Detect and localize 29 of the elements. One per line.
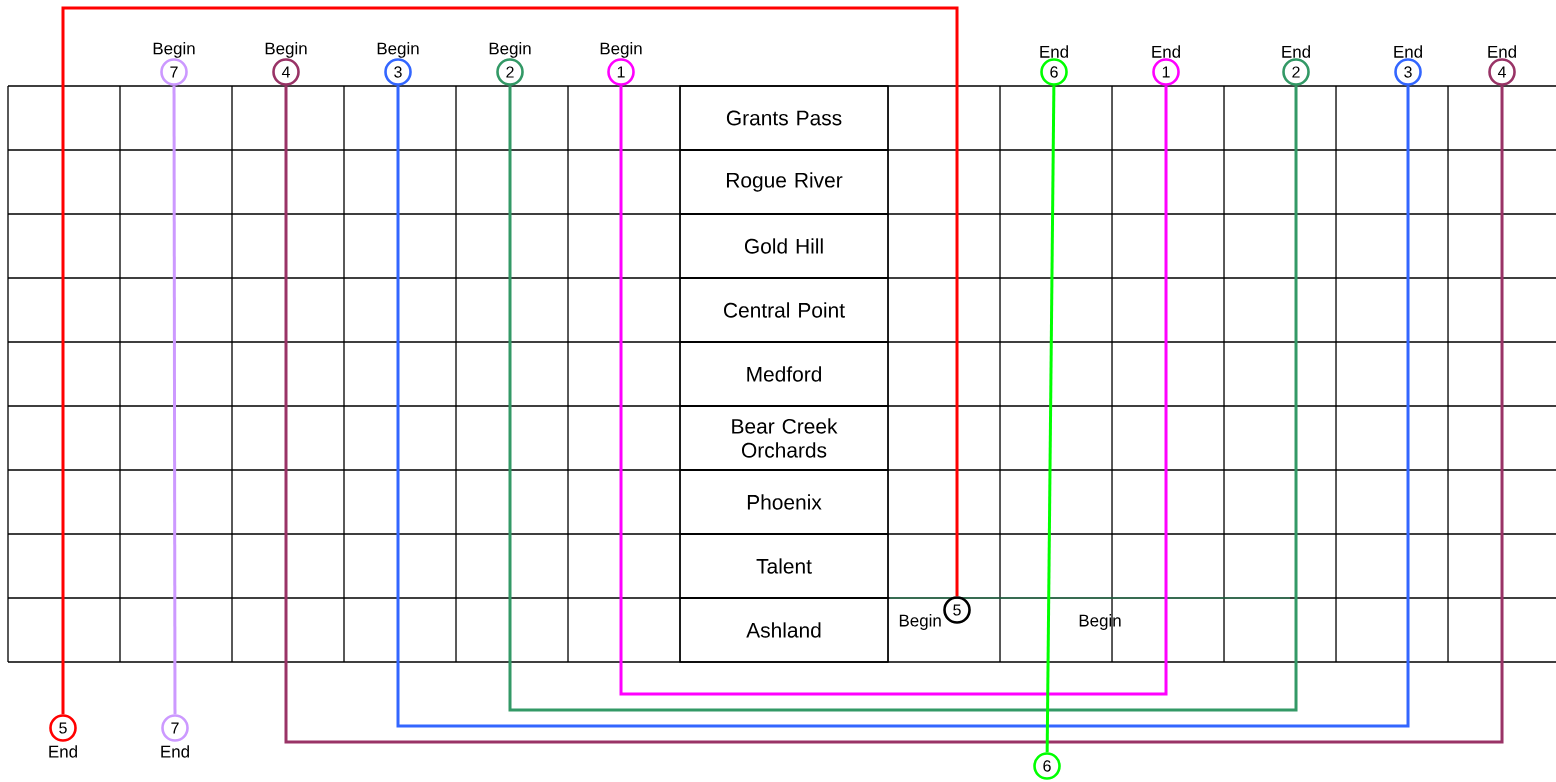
connector-line — [284, 85, 1504, 744]
begin-end-label: Begin — [600, 42, 642, 58]
city-cell: Ashland — [679, 597, 889, 663]
city-cell: Phoenix — [679, 469, 889, 535]
city-cell: Talent — [679, 533, 889, 599]
connector-line — [508, 85, 1298, 712]
begin-end-label: End — [1488, 45, 1516, 58]
connector-line — [396, 85, 1410, 728]
begin-end-label: Begin — [153, 42, 195, 58]
city-cell: Gold Hill — [679, 213, 889, 279]
begin-end-label: Begin — [377, 42, 419, 58]
begin-end-label: Begin — [489, 42, 531, 58]
city-cell: Grants Pass — [679, 85, 889, 151]
begin-end-label: End — [1040, 45, 1068, 58]
begin-end-label: Begin — [899, 614, 941, 630]
begin-end-label: End — [1152, 45, 1180, 58]
city-cell: Central Point — [679, 277, 889, 343]
begin-end-label: End — [161, 745, 189, 758]
city-cell: Bear Creek Orchards — [679, 405, 889, 471]
connector-line — [619, 85, 1168, 696]
begin-end-label: End — [1282, 45, 1310, 58]
city-cell: Rogue River — [679, 149, 889, 215]
connector-line — [1045, 85, 1056, 753]
begin-end-label: End — [1394, 45, 1422, 58]
city-cell: Medford — [679, 341, 889, 407]
connector-line — [172, 85, 177, 715]
begin-end-label: Begin — [265, 42, 307, 58]
begin-end-label: End — [49, 745, 77, 758]
connector-line — [61, 6, 959, 715]
